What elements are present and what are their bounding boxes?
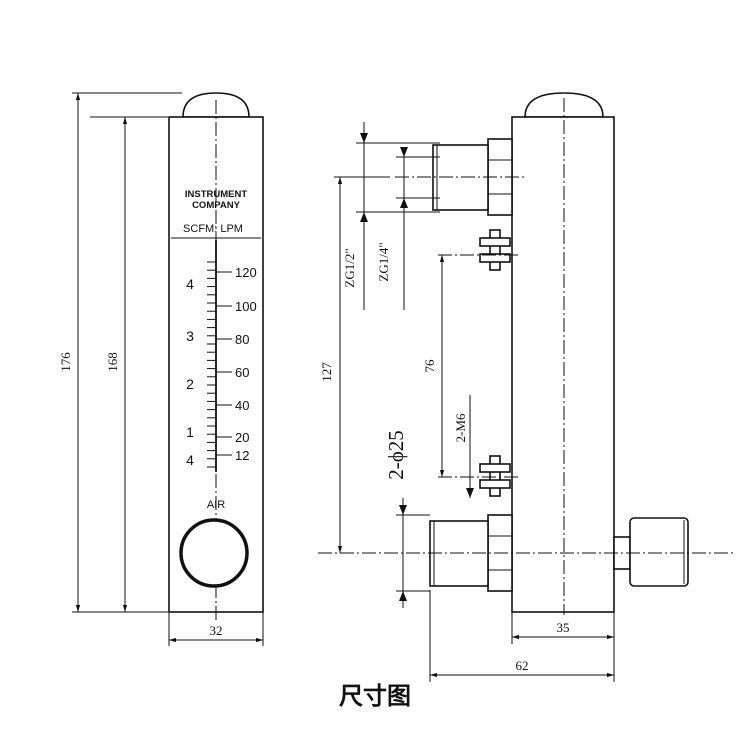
mount-screw-bottom [479,455,511,497]
valve-knob [613,517,689,587]
lpm-tick-label: 20 [235,430,249,445]
drawing-caption: 尺寸图 [339,682,411,710]
brand-line-1: INSTRUMENT [185,189,247,200]
lpm-tick-label: 120 [235,265,257,280]
front-view: INSTRUMENT COMPANY SCFM: LPM 4 3 2 1 4 1… [168,92,264,620]
lpm-tick-label: 100 [235,299,257,314]
units-label: SCFM: LPM [183,223,243,235]
side-meter-body [511,116,615,613]
scale-minor-ticks [207,261,216,468]
medium-label: AIR [207,499,225,511]
side-dimensions: ZG1/2" ZG1/4" 127 76 2-M6 2-ϕ25 35 [319,122,615,682]
tube-height-label: 168 [105,352,120,372]
valve-knob-body [629,517,689,587]
front-width-label: 32 [210,623,223,638]
scfm-tick-label: 3 [186,328,194,344]
mount-spacing-label: 76 [422,359,437,373]
brand-line-2: COMPANY [192,200,241,211]
port-dia-label: 2-ϕ25 [384,430,408,480]
lpm-tick-label: 40 [235,398,249,413]
lpm-tick-label: 60 [235,365,249,380]
scfm-tick-label: 2 [186,376,194,392]
front-port-circle [179,518,249,588]
thread-top-label: ZG1/2" [342,248,357,287]
port-spacing-label: 127 [319,362,334,382]
front-dimensions: 176 168 32 [58,92,264,646]
body-depth-label: 35 [557,620,570,635]
scfm-tick-label: 1 [186,424,194,440]
overall-height-label: 176 [58,352,73,372]
overall-depth-label: 62 [516,658,529,673]
side-view [318,92,735,615]
thread-bottom-label: ZG1/4" [376,242,391,281]
mount-screws-label: 2-M6 [453,413,468,442]
lpm-tick-label: 12 [235,448,249,463]
scfm-tick-label: 4 [186,276,194,292]
scfm-tick-label: 4 [186,452,194,468]
mount-screw-top [479,229,511,271]
lpm-tick-label: 80 [235,332,249,347]
